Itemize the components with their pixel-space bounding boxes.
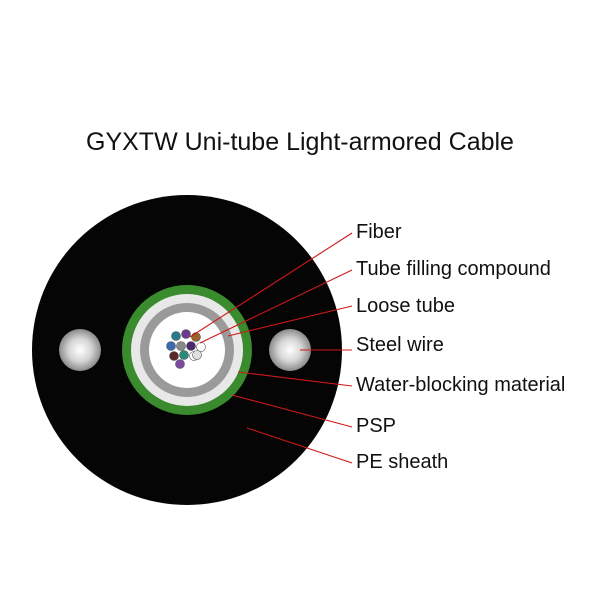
leader-line	[189, 232, 353, 338]
label-fiber: Fiber	[356, 221, 402, 243]
fiber-strand	[196, 342, 206, 352]
fiber-strand	[186, 341, 196, 351]
label-loose-tube: Loose tube	[356, 295, 455, 317]
fiber-strand	[171, 331, 181, 341]
leader-line	[237, 371, 353, 387]
label-pe-sheath: PE sheath	[356, 451, 449, 473]
leader-lines	[189, 232, 353, 464]
leader-line	[246, 427, 353, 464]
leader-line	[231, 394, 353, 428]
filling-compound-core	[149, 312, 225, 388]
steel-wire-left	[59, 329, 101, 371]
label-tube-filling-compound: Tube filling compound	[356, 258, 551, 280]
fiber-strand	[176, 341, 186, 351]
fiber-strand	[169, 351, 179, 361]
label-psp: PSP	[356, 415, 397, 437]
leader-line	[199, 269, 353, 344]
fiber-strand	[181, 329, 191, 339]
leader-line	[227, 305, 353, 337]
fiber-strand	[191, 332, 201, 342]
fiber-strand	[166, 341, 176, 351]
steel-wire-right	[269, 329, 311, 371]
label-water-blocking-material: Water-blocking material	[356, 374, 566, 396]
fiber-strand	[179, 350, 189, 360]
label-steel-wire: Steel wire	[356, 334, 444, 356]
fiber-strand	[192, 350, 202, 360]
fiber-bundle	[166, 329, 206, 369]
diagram-title: GYXTW Uni-tube Light-armored Cable	[86, 128, 514, 156]
fiber-strand	[175, 359, 185, 369]
